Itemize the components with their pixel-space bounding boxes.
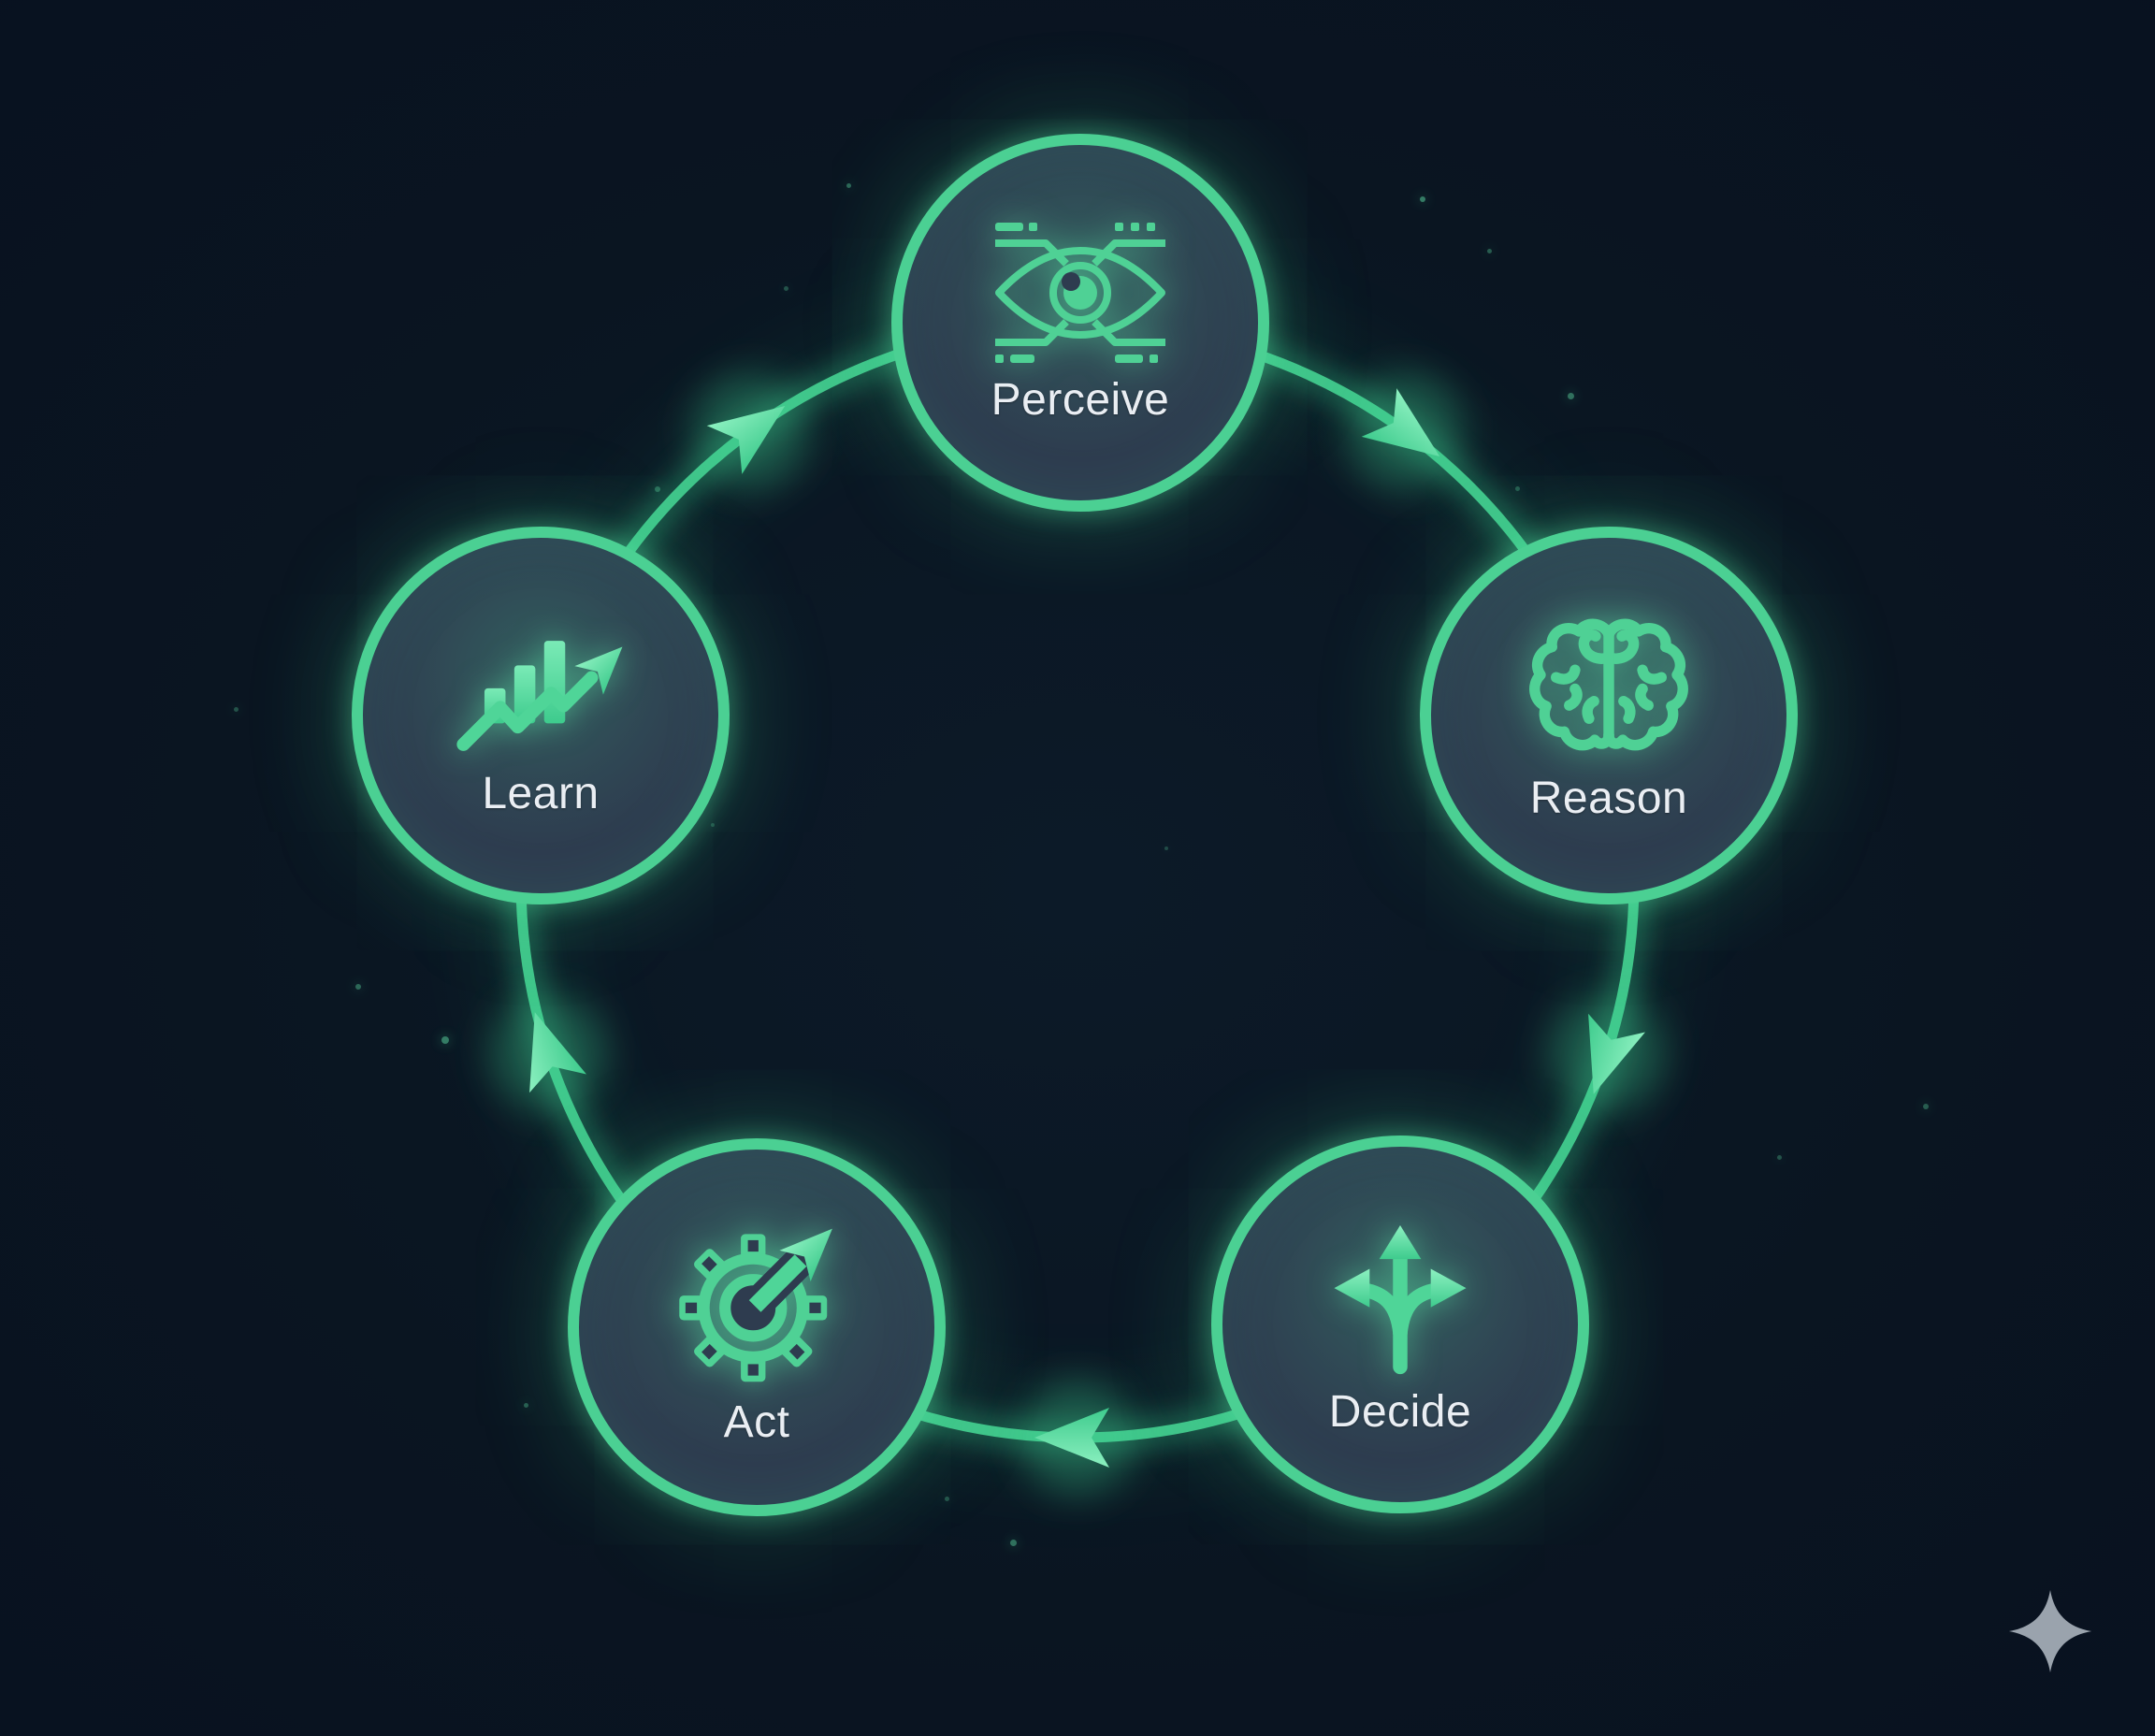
node-act: Act [568, 1138, 946, 1516]
node-label: Decide [1328, 1387, 1472, 1437]
particle-dot [1164, 846, 1168, 850]
node-label: Reason [1529, 774, 1688, 823]
particle-dot [1515, 486, 1520, 491]
particle-dot [1923, 1104, 1929, 1109]
arrowhead-reason-to-decide-icon [1549, 995, 1665, 1111]
particle-dot [846, 183, 851, 188]
particle-dot [945, 1497, 949, 1501]
node-label: Act [723, 1397, 790, 1447]
particle-dot [655, 486, 660, 492]
brain-icon [1529, 610, 1691, 761]
particle-dot [1420, 196, 1425, 202]
particle-dot [1487, 249, 1492, 253]
node-reason: Reason [1420, 527, 1798, 904]
arrowhead-act-to-learn-icon [490, 995, 606, 1111]
arrowhead-learn-to-perceive-icon [692, 373, 808, 489]
particle-dot [1777, 1155, 1782, 1160]
sparkle-icon [2008, 1589, 2092, 1673]
particle-dot [524, 1403, 528, 1408]
gear-arrow-icon [679, 1228, 832, 1382]
node-perceive: Perceive [891, 134, 1269, 512]
node-label: Perceive [991, 375, 1170, 425]
branching-arrows-icon [1334, 1225, 1467, 1375]
particle-dot [441, 1036, 449, 1044]
node-label: Learn [482, 769, 600, 818]
arrowhead-perceive-to-reason-icon [1347, 373, 1463, 489]
particle-dot [1010, 1540, 1017, 1546]
particle-dot [1568, 393, 1574, 399]
eye-circuit-icon [995, 223, 1165, 363]
growth-chart-icon [456, 641, 623, 751]
node-decide: Decide [1211, 1136, 1589, 1513]
particle-dot [711, 823, 715, 827]
particle-dot [784, 286, 788, 291]
arrowhead-decide-to-act-icon [1020, 1380, 1135, 1496]
particle-dot [355, 984, 361, 990]
node-learn: Learn [352, 527, 730, 904]
particle-dot [234, 707, 239, 712]
